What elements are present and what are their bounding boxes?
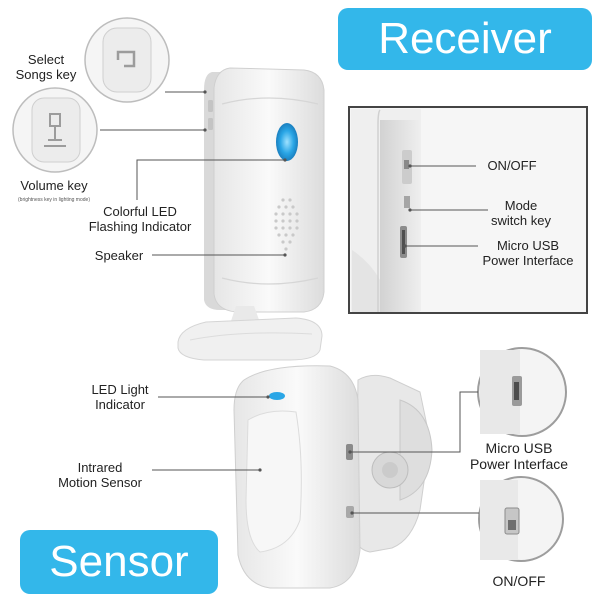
- volume-key-label: Volume key (brightness key in lighting m…: [4, 178, 104, 208]
- receiver-led: [276, 123, 298, 161]
- volume-key-note: (brightness key in lighting mode): [18, 197, 90, 203]
- sensor-banner: Sensor: [20, 530, 218, 594]
- label-line: Mode: [504, 198, 538, 213]
- label-line: LED Light: [91, 382, 149, 397]
- micro-usb-bottom-label: Micro USB Power Interface: [458, 440, 580, 472]
- label-line: Micro USB: [496, 238, 560, 253]
- speaker-label: Speaker: [88, 248, 150, 263]
- colorful-led-label: Colorful LED Flashing Indicator: [86, 204, 194, 234]
- sensor-led: [269, 392, 285, 400]
- label-line: ON/OFF: [492, 573, 546, 589]
- sensor-title: Sensor: [49, 537, 189, 586]
- receiver-body: [213, 67, 325, 313]
- side-button-bottom: [208, 118, 213, 130]
- sensor-lens: [245, 410, 302, 553]
- label-line: Micro USB: [485, 440, 553, 456]
- label-line: Flashing Indicator: [88, 219, 192, 234]
- side-button-top: [208, 100, 213, 112]
- usb-port-closeup: [477, 347, 567, 437]
- label-line: Motion Sensor: [58, 475, 142, 490]
- label-line: Intrared: [77, 460, 123, 475]
- label-line: Songs key: [15, 67, 77, 82]
- select-songs-key-label: Select Songs key: [4, 52, 88, 82]
- leader-lines: [100, 91, 488, 514]
- label-line: ON/OFF: [487, 158, 537, 173]
- leader-dots: [203, 90, 412, 515]
- label-line: Speaker: [94, 248, 144, 263]
- receiver-banner: Receiver: [338, 8, 592, 70]
- label-line: Volume key: [20, 178, 88, 193]
- receiver-device: [177, 67, 325, 361]
- label-line: Select: [27, 52, 65, 67]
- micro-usb-top-label: Micro USB Power Interface: [476, 238, 580, 268]
- label-line: Colorful LED: [103, 204, 177, 219]
- volume-key-closeup: [12, 87, 98, 173]
- receiver-title: Receiver: [378, 14, 552, 63]
- mode-switch-key-label: Mode switch key: [484, 198, 558, 228]
- on-off-top-label: ON/OFF: [478, 158, 546, 173]
- on-off-switch-closeup: [478, 476, 564, 562]
- label-line: switch key: [491, 213, 551, 228]
- infrared-motion-sensor-label: Intrared Motion Sensor: [46, 460, 154, 490]
- sensor-device: [233, 365, 433, 589]
- led-light-indicator-label: LED Light Indicator: [78, 382, 162, 412]
- speaker-grille: [274, 198, 299, 251]
- label-line: Indicator: [95, 397, 145, 412]
- label-line: Power Interface: [469, 456, 569, 472]
- label-line: Power Interface: [482, 253, 574, 268]
- songs-key-closeup: [84, 17, 170, 103]
- on-off-bottom-label: ON/OFF: [484, 574, 554, 589]
- receiver-stand-base: [177, 317, 323, 361]
